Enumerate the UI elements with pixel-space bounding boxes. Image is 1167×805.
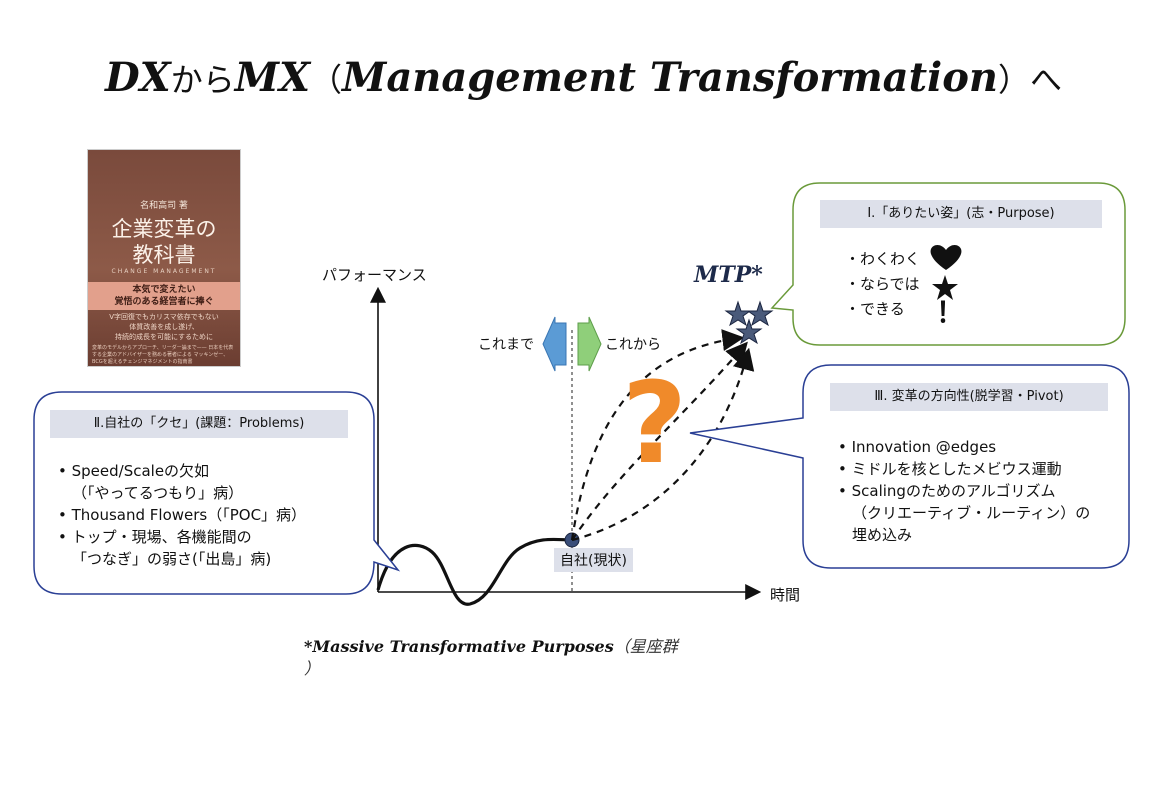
- star-icon: [932, 275, 958, 300]
- before-label: これまで: [478, 337, 534, 353]
- book-sub-line1: V字回復でもカリスマ依存でもない: [109, 313, 219, 321]
- star-icon-mtp-3: [735, 318, 763, 345]
- book-cover: 名和高司 著 企業変革の 教科書 CHANGE MANAGEMENT 本気で変え…: [88, 150, 240, 366]
- x-axis-label: 時間: [770, 586, 801, 604]
- footnote-star: *: [304, 637, 313, 656]
- book-sub-line3: 持続的成長を可能にするために: [114, 333, 214, 341]
- problems-item: • Speed/Scaleの欠如: [58, 462, 210, 480]
- footnote: *Massive Transformative Purposes（星座群 ）: [304, 636, 824, 680]
- purpose-item: ・できる: [845, 300, 905, 318]
- book-sub-line2: 体質改善を成し遂げ、: [129, 323, 199, 331]
- dashed-path-1: [570, 329, 745, 541]
- pivot-header: Ⅲ. 変革の方向性(脱学習・Pivot): [830, 383, 1108, 411]
- pivot-item: 埋め込み: [852, 526, 913, 544]
- problems-list: • Speed/Scaleの欠如 （「やってるつもり」病） • Thousand…: [58, 460, 306, 570]
- star-icon-mtp-2: [746, 300, 774, 327]
- problems-header: Ⅱ.自社の「クセ」(課題：Problems): [50, 410, 348, 438]
- pivot-item: • ミドルを核としたメビウス運動: [838, 460, 1062, 478]
- mtp-label: MTP*: [694, 262, 763, 288]
- question-mark: ?: [622, 359, 687, 489]
- pivot-item: • Innovation @edges: [838, 438, 997, 456]
- book-band-line1: 本気で変えたい: [132, 285, 196, 295]
- pivot-list: • Innovation @edges • ミドルを核としたメビウス運動 • S…: [838, 436, 1090, 546]
- right-arrow-icon: [577, 316, 602, 372]
- title-management-transformation: Management Transformation: [342, 54, 999, 101]
- pivot-item: （クリエーティブ・ルーティン）の: [852, 504, 1091, 522]
- title-dx: DX: [104, 54, 171, 101]
- page-title: DXからMX（Management Transformation）へ: [0, 52, 1167, 106]
- pivot-callout-shape: [689, 364, 1130, 569]
- after-label: これから: [605, 337, 661, 353]
- title-kara: から: [170, 61, 235, 99]
- book-band-line2: 覚悟のある経営者に捧ぐ: [114, 297, 214, 307]
- footnote-text: Massive Transformative Purposes: [312, 637, 614, 656]
- purpose-item: ・わくわく: [845, 250, 921, 268]
- footnote-jp-close: ）: [304, 659, 321, 678]
- book-band: 本気で変えたい 覚悟のある経営者に捧ぐ: [88, 282, 240, 310]
- book-title-line1: 企業変革の: [111, 217, 217, 241]
- book-subtext: V字回復でもカリスマ依存でもない 体質改善を成し遂げ、 持続的成長を可能にするた…: [88, 312, 240, 342]
- footnote-jp: （星座群: [613, 637, 678, 656]
- heart-icon: [930, 245, 962, 270]
- title-close-he: ）へ: [998, 61, 1063, 99]
- title-mx: MX: [234, 54, 311, 101]
- book-subtitle-en: CHANGE MANAGEMENT: [111, 268, 217, 275]
- performance-curve: [376, 537, 573, 606]
- exclamation-icon: ！: [936, 296, 965, 329]
- problems-callout-shape: [33, 391, 401, 595]
- book-author: 名和高司 著: [140, 201, 188, 211]
- problems-item: （「やってるつもり」病）: [72, 484, 244, 502]
- star-icon-mtp-1: [724, 300, 752, 327]
- dashed-path-3: [571, 347, 755, 542]
- purpose-list: ・わくわく ・ならでは ・できる: [845, 247, 920, 322]
- book-title: 企業変革の 教科書: [88, 216, 240, 268]
- book-title-line2: 教科書: [132, 243, 196, 267]
- problems-item: 「つなぎ」の弱さ(「出島」病): [72, 550, 272, 568]
- current-state-label: 自社(現状): [554, 548, 633, 572]
- pivot-item: • Scalingのためのアルゴリズム: [838, 482, 1056, 500]
- title-open-paren: （: [310, 61, 343, 99]
- purpose-item: ・ならでは: [845, 275, 920, 293]
- y-axis-label: パフォーマンス: [322, 266, 427, 284]
- dashed-path-2: [571, 341, 748, 541]
- purpose-header: Ⅰ.「ありたい姿」(志・Purpose): [820, 200, 1102, 228]
- problems-item: • トップ・現場、各機能間の: [58, 528, 252, 546]
- left-arrow-icon: [542, 316, 567, 372]
- problems-item: • Thousand Flowers（「POC」病）: [58, 506, 307, 524]
- book-small-text: 変革のモデルからアプローチ、リーダー論まで—— 日本を代表する企業のアドバイザー…: [92, 345, 234, 365]
